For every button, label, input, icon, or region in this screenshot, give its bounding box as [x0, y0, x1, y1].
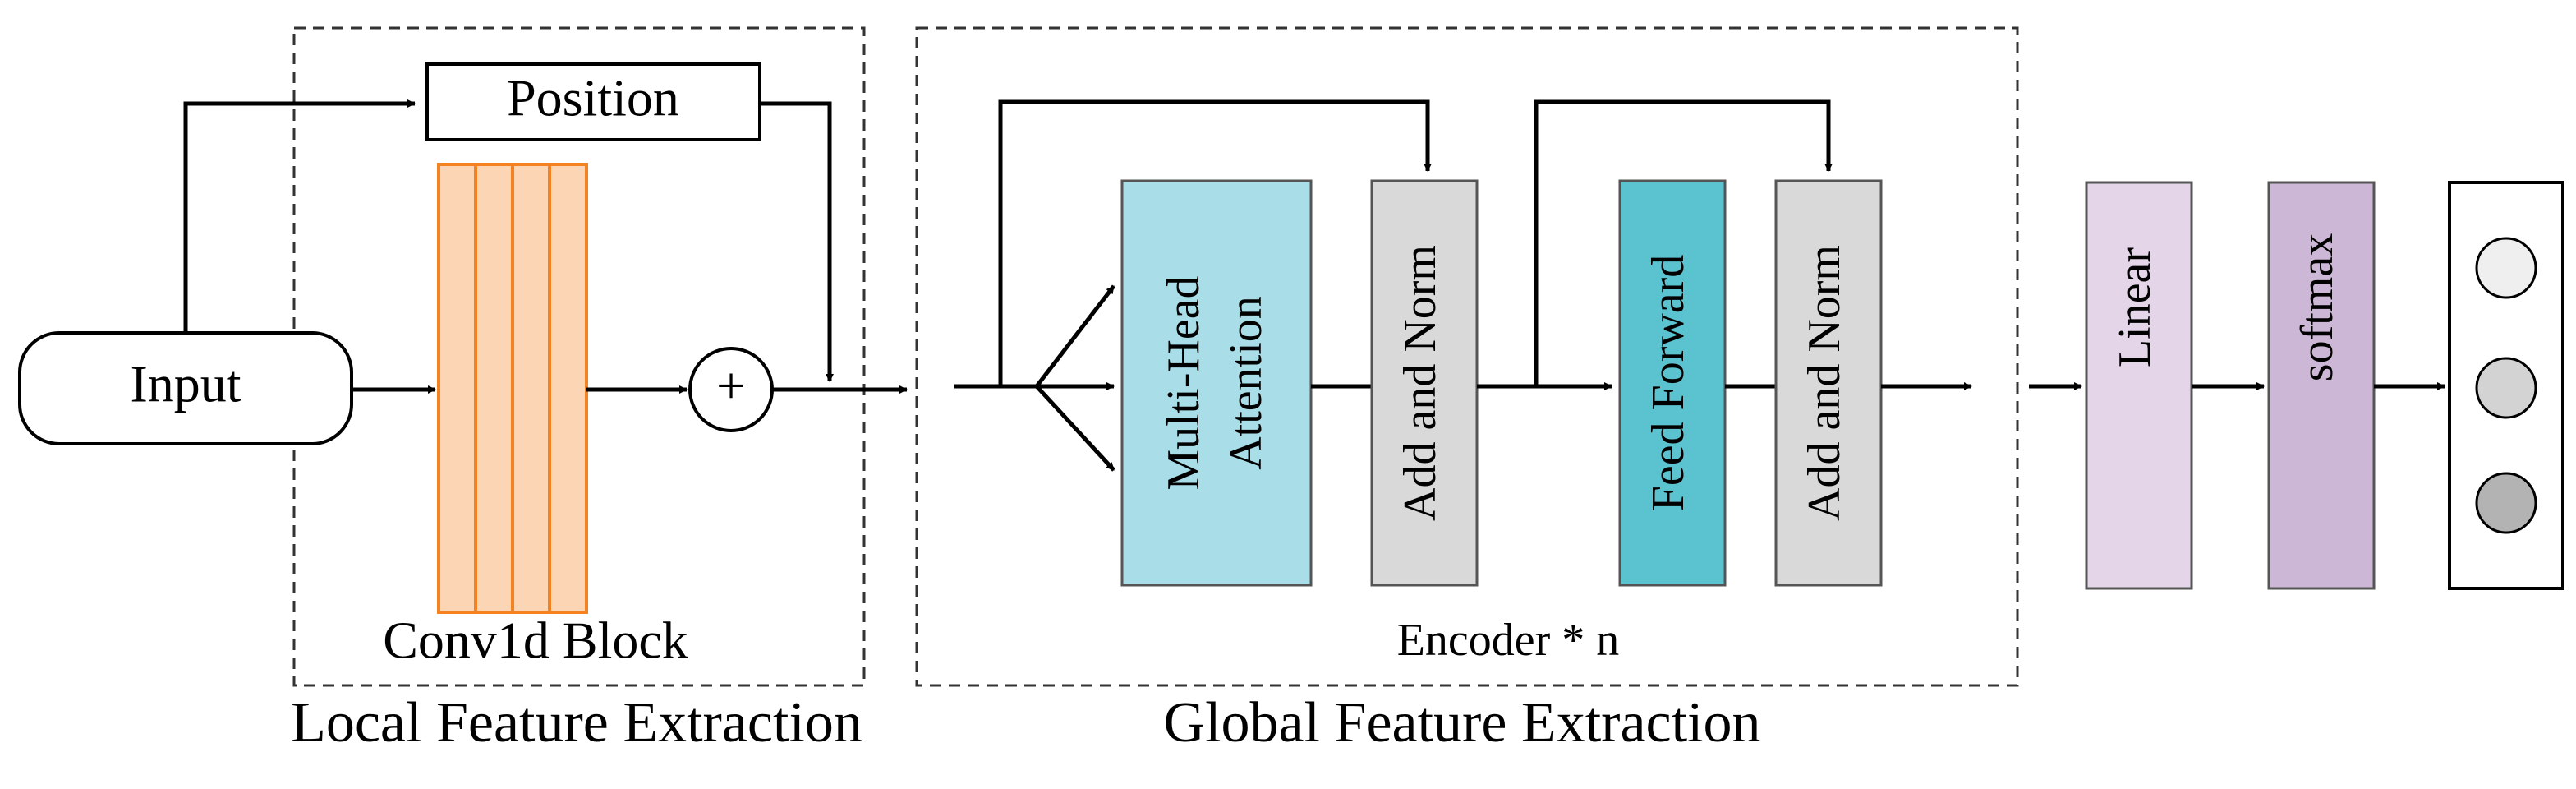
position-to-stream-arrow — [760, 101, 834, 382]
global-section-title: Global Feature Extraction — [1164, 691, 1761, 754]
add-position-node: + — [688, 347, 774, 432]
linear-label: Linear — [2109, 247, 2160, 367]
local-section-title: Local Feature Extraction — [291, 691, 862, 754]
residual-connection-1 — [998, 99, 1432, 386]
conv1d-block-label: Conv1d Block — [383, 611, 688, 670]
output-class-circle-2 — [2475, 357, 2537, 419]
global-section-frame — [915, 26, 2019, 687]
linear-block: Linear — [2085, 181, 2193, 590]
plus-symbol: + — [716, 357, 746, 415]
input-label: Input — [130, 355, 241, 413]
output-class-circle-1 — [2475, 237, 2537, 299]
add-norm-label-2: Add and Norm — [1799, 245, 1850, 521]
input-to-position-arrow — [183, 99, 416, 333]
encoder-repeat-label: Encoder * n — [1397, 615, 1620, 666]
multi-head-attention-block: Multi-Head Attention — [1120, 179, 1313, 587]
add-norm-block-1: Add and Norm — [1370, 179, 1479, 587]
position-node: Position — [426, 62, 761, 141]
feed-forward-block: Feed Forward — [1618, 179, 1727, 587]
conv1d-block — [437, 163, 588, 614]
input-node: Input — [18, 331, 353, 445]
position-label: Position — [507, 69, 679, 127]
attention-label-line1: Multi-Head — [1158, 275, 1209, 490]
output-class-circle-3 — [2475, 472, 2537, 534]
residual-connection-2 — [1534, 99, 1833, 386]
feed-forward-label: Feed Forward — [1643, 255, 1694, 512]
softmax-block: softmax — [2267, 181, 2376, 590]
attention-value-arrow — [1035, 385, 1116, 472]
attention-query-arrow — [1035, 284, 1116, 388]
attention-label-line2: Attention — [1221, 296, 1272, 470]
add-norm-block-2: Add and Norm — [1774, 179, 1883, 587]
add-norm-label-1: Add and Norm — [1395, 245, 1446, 521]
output-probabilities — [2448, 181, 2564, 590]
softmax-label: softmax — [2292, 233, 2343, 381]
